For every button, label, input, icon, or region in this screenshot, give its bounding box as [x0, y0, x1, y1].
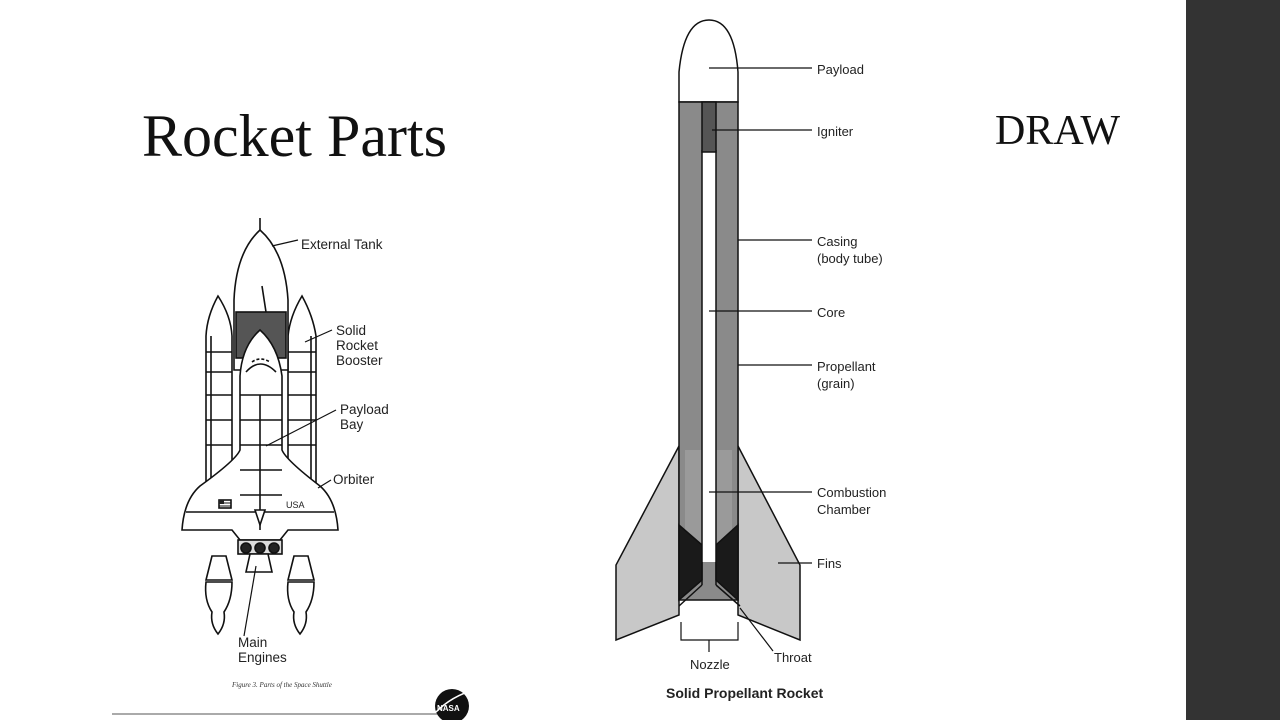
label-srb-1: Solid — [336, 323, 366, 338]
external-tank — [233, 218, 289, 371]
label-nozzle: Nozzle — [690, 657, 730, 672]
label-external-tank: External Tank — [301, 237, 383, 252]
label-payload-bay-1: Payload — [340, 402, 389, 417]
left-fin — [615, 445, 680, 642]
nasa-logo: NASA — [435, 689, 475, 720]
orbiter — [181, 328, 339, 541]
label-propellant-2: (grain) — [817, 376, 855, 391]
core — [702, 102, 716, 562]
label-payload-bay-2: Bay — [340, 417, 364, 432]
space-shuttle-diagram — [112, 218, 440, 715]
label-propellant-1: Propellant — [817, 359, 876, 374]
label-throat: Throat — [774, 650, 812, 665]
label-srb-3: Booster — [336, 353, 383, 368]
nose-cone — [678, 19, 739, 103]
label-combustion-1: Combustion — [817, 485, 886, 500]
label-main-engines-2: Engines — [238, 650, 287, 665]
igniter — [701, 101, 717, 153]
label-srb-2: Rocket — [336, 338, 378, 353]
label-fins: Fins — [817, 556, 842, 571]
nasa-logo-text: NASA — [437, 704, 460, 713]
label-usa: USA — [286, 500, 305, 510]
main-engines — [204, 539, 316, 636]
label-orbiter: Orbiter — [333, 472, 375, 487]
label-igniter: Igniter — [817, 124, 854, 139]
label-payload: Payload — [817, 62, 864, 77]
label-main-engines-1: Main — [238, 635, 267, 650]
right-fin — [737, 445, 801, 642]
label-casing-1: Casing — [817, 234, 857, 249]
sidebar-panel — [1186, 0, 1280, 720]
label-casing-2: (body tube) — [817, 251, 883, 266]
label-core: Core — [817, 305, 845, 320]
rocket-caption: Solid Propellant Rocket — [666, 685, 823, 701]
solid-propellant-rocket-diagram — [615, 19, 812, 652]
draw-label: DRAW — [995, 108, 1120, 154]
slide-title: Rocket Parts — [142, 103, 447, 169]
label-combustion-2: Chamber — [817, 502, 871, 517]
shuttle-caption: Figure 3. Parts of the Space Shuttle — [231, 681, 332, 689]
